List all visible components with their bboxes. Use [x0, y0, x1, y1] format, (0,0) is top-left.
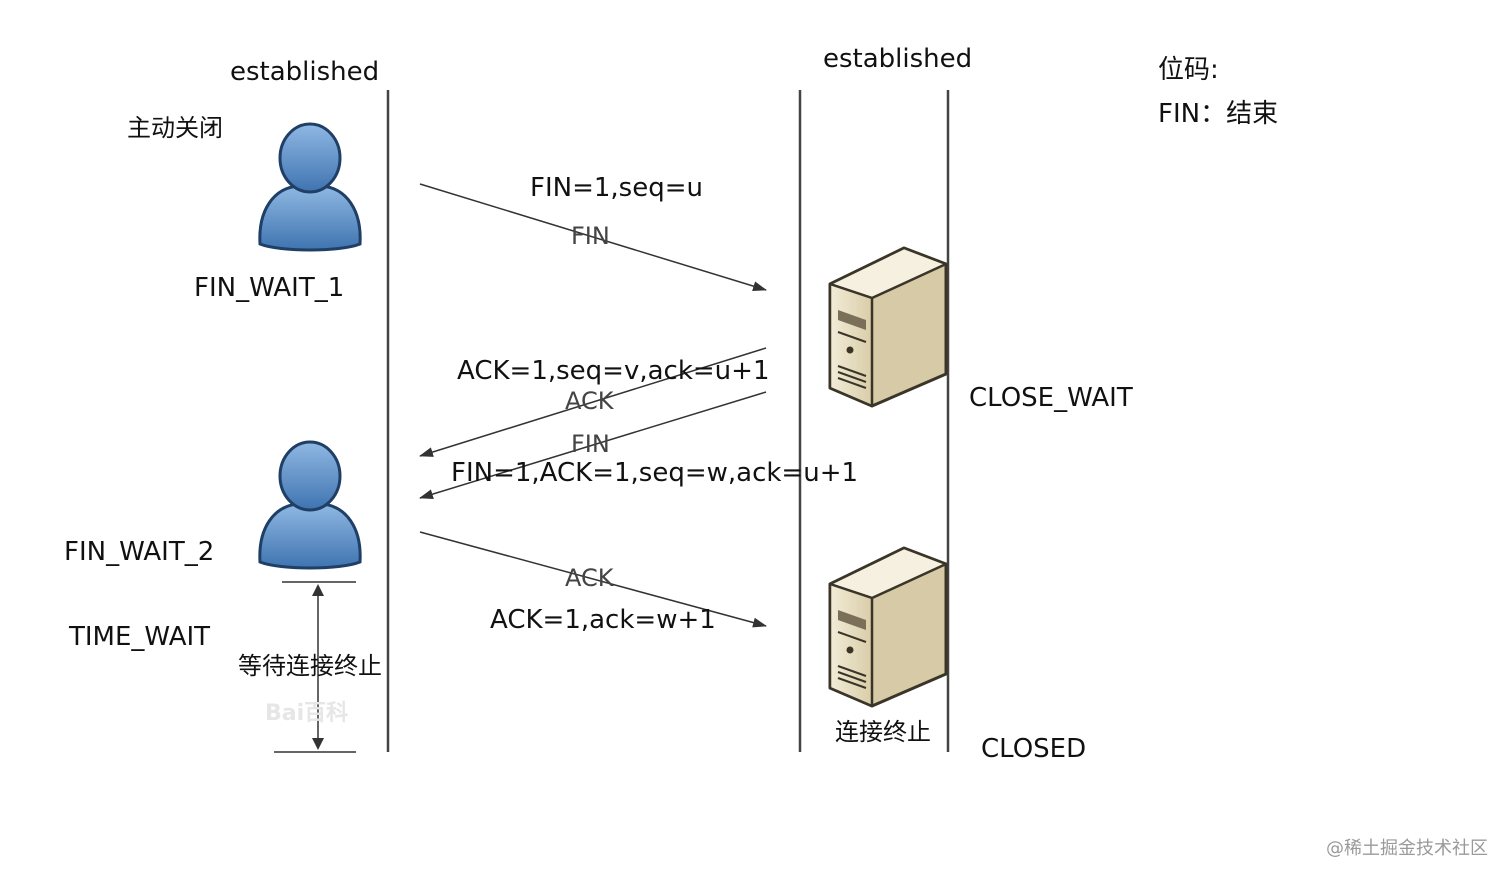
message-fin-1: FIN=1,seq=u FIN	[419, 173, 767, 291]
message-detail: ACK=1,seq=v,ack=u+1	[457, 356, 769, 386]
user-icon	[258, 122, 362, 252]
client-state-time-wait: TIME_WAIT	[68, 622, 210, 652]
legend-title: 位码:	[1158, 55, 1219, 85]
message-flag: ACK	[565, 387, 615, 415]
message-ack-1: ACK=1,seq=v,ack=u+1 ACK	[419, 347, 769, 457]
time-wait-bracket	[274, 581, 356, 753]
user-icon	[258, 440, 362, 570]
message-flag: FIN	[571, 222, 610, 250]
server-icon	[828, 246, 948, 408]
client-role-label: 主动关闭	[127, 114, 223, 142]
message-detail: FIN=1,ACK=1,seq=w,ack=u+1	[451, 458, 858, 488]
legend-fin-desc: FIN：结束	[1158, 99, 1278, 129]
message-fin-2: FIN FIN=1,ACK=1,seq=w,ack=u+1	[419, 391, 858, 499]
message-ack-2: ACK ACK=1,ack=w+1	[419, 531, 767, 635]
server-icon	[828, 546, 948, 708]
server-terminated-label: 连接终止	[835, 718, 931, 746]
wait-label: 等待连接终止	[238, 652, 382, 680]
credit-text: @稀土掘金技术社区	[1326, 838, 1488, 859]
message-detail: ACK=1,ack=w+1	[490, 605, 716, 635]
server-state-closed: CLOSED	[981, 734, 1086, 764]
message-detail: FIN=1,seq=u	[530, 173, 703, 203]
message-flag: FIN	[571, 430, 610, 458]
message-flag: ACK	[565, 564, 615, 592]
watermark-logo: Bai百科	[265, 701, 348, 726]
server-state-close-wait: CLOSE_WAIT	[969, 383, 1133, 413]
client-state-established: established	[230, 57, 379, 87]
client-state-fin-wait-2: FIN_WAIT_2	[64, 537, 214, 567]
server-state-established: established	[823, 44, 972, 74]
client-state-fin-wait-1: FIN_WAIT_1	[194, 273, 344, 303]
